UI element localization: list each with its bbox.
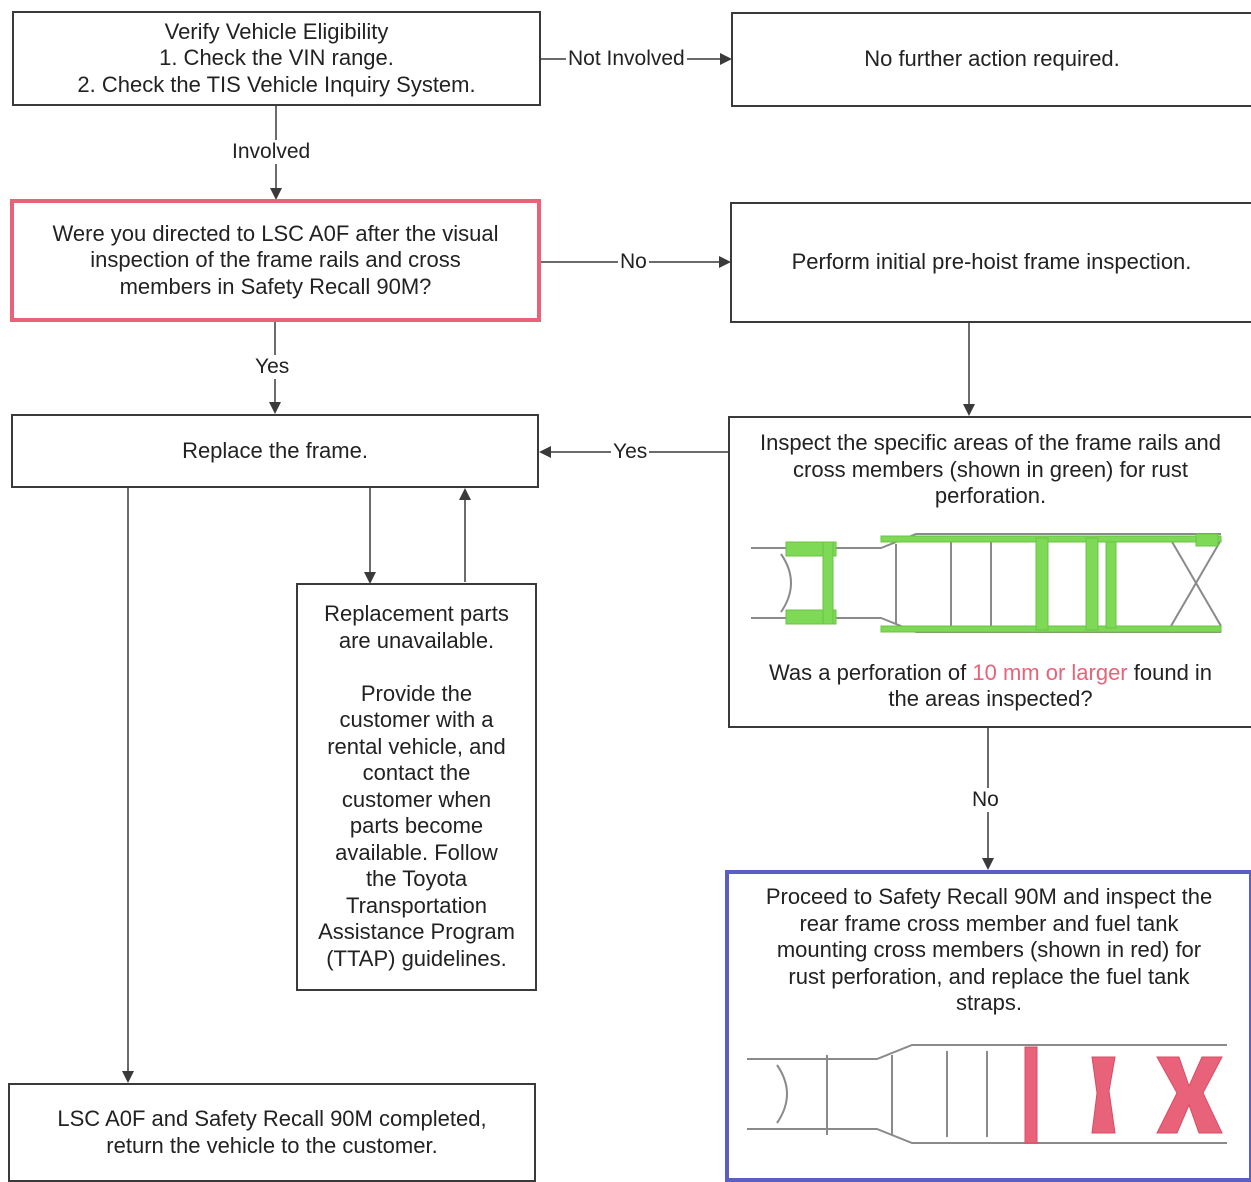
inspect-line-1: Inspect the specific areas of the frame … <box>759 430 1221 455</box>
directed-question-box: Were you directed to LSC A0F after the v… <box>10 199 541 322</box>
question-highlight: 10 mm or larger <box>972 659 1128 685</box>
edge-label-not-involved: Not Involved <box>566 47 687 71</box>
unavailable-line-5: customer with a <box>339 707 494 732</box>
proceed-line-5: straps. <box>955 990 1023 1015</box>
proceed-recall-box: Proceed to Safety Recall 90M and inspect… <box>725 870 1251 1182</box>
frame-diagram-green <box>750 532 1222 633</box>
question-prefix: Was a perforation of <box>768 659 973 685</box>
unavailable-line-14: (TTAP) guidelines. <box>326 945 507 971</box>
unavailable-line-9: parts become <box>349 813 484 838</box>
unavailable-line-11: the Toyota <box>365 866 468 891</box>
question-suffix: found in <box>1127 659 1213 685</box>
unavailable-line-12: Transportation <box>345 892 488 918</box>
directed-line-1: Were you directed to LSC A0F after the v… <box>52 220 499 246</box>
completed-line-1: LSC A0F and Safety Recall 90M completed, <box>57 1106 487 1131</box>
replace-frame-text: Replace the frame. <box>182 437 368 463</box>
unavailable-line-6: rental vehicle, and <box>327 733 506 759</box>
unavailable-line-8: customer when <box>341 786 492 812</box>
edge-label-yes: Yes <box>253 355 292 379</box>
pre-hoist-text: Perform initial pre-hoist frame inspecti… <box>791 249 1192 275</box>
unavailable-line-7: contact the <box>362 760 471 785</box>
no-action-box: No further action required. <box>731 12 1251 107</box>
completed-line-2: return the vehicle to the customer. <box>106 1132 438 1158</box>
unavailable-line-13: Assistance Program <box>318 919 515 944</box>
inspect-question-line-2: the areas inspected? <box>888 686 1093 711</box>
proceed-line-3: mounting cross members (shown in red) fo… <box>776 937 1202 962</box>
pre-hoist-box: Perform initial pre-hoist frame inspecti… <box>730 202 1251 323</box>
completed-box: LSC A0F and Safety Recall 90M completed,… <box>8 1083 536 1182</box>
directed-line-3: members in Safety Recall 90M? <box>119 273 432 299</box>
edge-label-involved: Involved <box>230 140 313 164</box>
verify-eligibility-box: Verify Vehicle Eligibility 1. Check the … <box>12 11 541 106</box>
proceed-line-1: Proceed to Safety Recall 90M and inspect… <box>765 884 1213 909</box>
verify-step-1: 1. Check the VIN range. <box>159 45 394 71</box>
unavailable-line-4: Provide the <box>360 680 473 706</box>
edge-label-yes-2: Yes <box>611 440 650 464</box>
unavailable-line-10: available. Follow <box>335 839 498 865</box>
unavailable-line-1: Replacement parts <box>324 601 509 626</box>
proceed-line-4: rust perforation, and replace the fuel t… <box>788 963 1190 989</box>
edge-label-no-2: No <box>970 788 1001 812</box>
inspect-box: Inspect the specific areas of the frame … <box>728 416 1251 728</box>
edge-label-no: No <box>618 250 649 274</box>
inspect-question-line-1: Was a perforation of 10 mm or larger fou… <box>769 660 1212 687</box>
no-action-text: No further action required. <box>864 46 1120 72</box>
verify-step-2: 2. Check the TIS Vehicle Inquiry System. <box>77 71 476 97</box>
proceed-line-2: rear frame cross member and fuel tank <box>799 910 1179 936</box>
unavailable-line-2: are unavailable. <box>338 627 495 653</box>
replace-frame-box: Replace the frame. <box>11 414 539 488</box>
inspect-line-2: cross members (shown in green) for rust <box>793 456 1188 482</box>
frame-diagram-red <box>746 1043 1227 1144</box>
parts-unavailable-box: Replacement parts are unavailable. Provi… <box>296 583 537 991</box>
verify-title: Verify Vehicle Eligibility <box>164 18 389 44</box>
inspect-line-3: perforation. <box>934 483 1047 508</box>
directed-line-2: inspection of the frame rails and cross <box>90 247 461 273</box>
